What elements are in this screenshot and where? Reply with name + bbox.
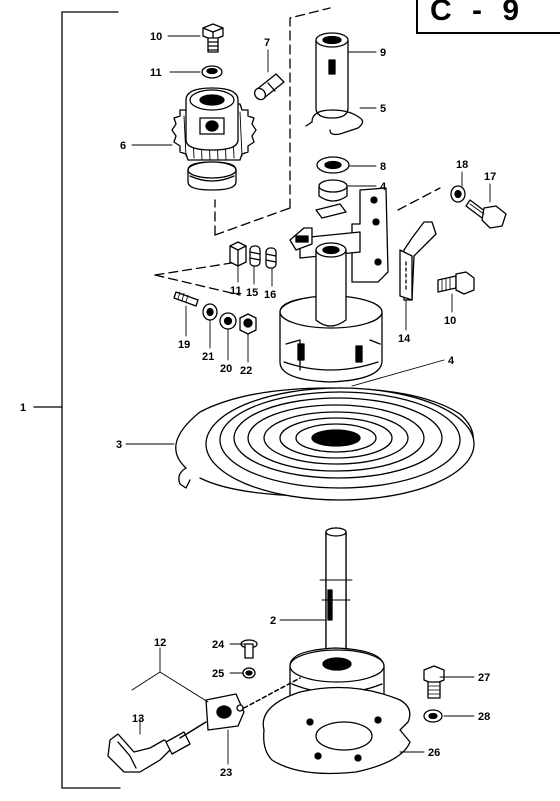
pin-19	[173, 291, 199, 307]
leader-lines	[125, 35, 491, 765]
bolt-27	[423, 665, 445, 699]
label-part-15: 15	[246, 287, 258, 299]
label-part-22: 22	[240, 365, 252, 377]
label-part-11-mid: 11	[230, 285, 242, 297]
label-part-21: 21	[202, 351, 214, 363]
page-id-box: C - 9	[416, 0, 560, 34]
label-part-10-top: 10	[150, 31, 162, 43]
spring-15	[249, 245, 261, 267]
bolt-10-right	[437, 271, 475, 295]
spiral-spring-3	[175, 387, 475, 501]
drum-housing	[279, 242, 383, 383]
label-part-28: 28	[478, 711, 490, 723]
label-part-27: 27	[478, 672, 490, 684]
gear-6	[171, 87, 257, 191]
starter-handle-13	[107, 721, 207, 773]
label-part-19: 19	[178, 339, 190, 351]
bushing-4-upper	[318, 179, 348, 202]
label-part-4-lower: 4	[448, 355, 455, 367]
label-part-16: 16	[264, 289, 276, 301]
label-part-5: 5	[380, 103, 386, 115]
label-part-23: 23	[220, 767, 232, 779]
label-part-2: 2	[270, 615, 276, 627]
nut-11-mid	[229, 241, 247, 267]
group-frame-dashed	[154, 7, 441, 296]
pin-7	[253, 73, 285, 101]
nut-22	[239, 313, 257, 335]
label-part-4-upper: 4	[380, 181, 387, 193]
washer-18	[450, 185, 466, 203]
label-part-13: 13	[132, 713, 144, 725]
base-plate-26	[262, 686, 411, 775]
part-number-labels: 1 2 3 4 4 5 6 7 8 9 10 10 11 11 12 13 14…	[20, 31, 496, 779]
label-part-6: 6	[120, 140, 126, 152]
label-part-7: 7	[264, 37, 270, 49]
shaft-2	[319, 527, 353, 651]
label-part-11-top: 11	[150, 67, 162, 79]
starter-cord	[243, 677, 301, 709]
tube-9	[315, 32, 349, 119]
label-part-18: 18	[456, 159, 468, 171]
clip-5	[305, 109, 364, 136]
label-part-24: 24	[212, 639, 225, 651]
washer-8	[316, 156, 350, 174]
label-part-10-right: 10	[444, 315, 456, 327]
washer-21	[202, 303, 218, 321]
washer-20	[219, 312, 237, 330]
nut-11-top	[201, 65, 223, 79]
cord-guide-23	[205, 693, 245, 731]
bolt-17	[465, 199, 507, 229]
nut-25	[242, 667, 256, 679]
lever-14	[399, 221, 437, 301]
spring-16	[265, 247, 277, 269]
assembly-bracket	[33, 11, 121, 789]
label-part-17: 17	[484, 171, 496, 183]
label-part-12: 12	[154, 637, 166, 649]
screw-24	[240, 639, 258, 659]
label-part-1: 1	[20, 402, 26, 414]
washer-28	[423, 709, 443, 723]
label-part-9: 9	[380, 47, 386, 59]
label-part-25: 25	[212, 668, 224, 680]
label-part-8: 8	[380, 161, 386, 173]
label-part-26: 26	[428, 747, 440, 759]
page-id-text: C - 9	[430, 0, 526, 27]
label-part-14: 14	[398, 333, 411, 345]
label-part-20: 20	[220, 363, 232, 375]
bolt-10-top	[202, 23, 224, 53]
label-part-3: 3	[116, 439, 122, 451]
